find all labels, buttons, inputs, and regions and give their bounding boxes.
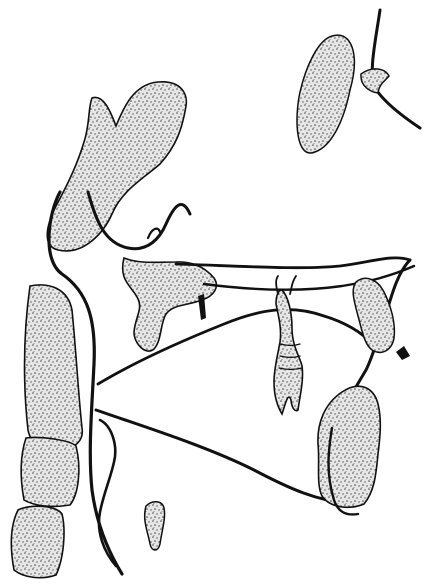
upper-horizontal-line — [176, 258, 410, 268]
middle-horizontal-line — [204, 266, 414, 290]
long-lower-diagonal-line — [96, 410, 350, 504]
right-elongated-stipple — [353, 278, 394, 352]
small-dark-mark-2 — [396, 346, 410, 360]
left-vertical-stipple-bar — [25, 285, 83, 450]
top-right-protrusion-stipple — [361, 69, 389, 93]
central-spindle-shape — [274, 290, 303, 414]
lower-right-stipple-mass — [318, 386, 380, 507]
lower-left-stipple-block-2 — [11, 506, 64, 578]
small-lower-stipple-fragment — [145, 502, 165, 550]
top-oval-stipple — [297, 35, 354, 153]
lower-left-stipple-block-1 — [21, 437, 79, 506]
